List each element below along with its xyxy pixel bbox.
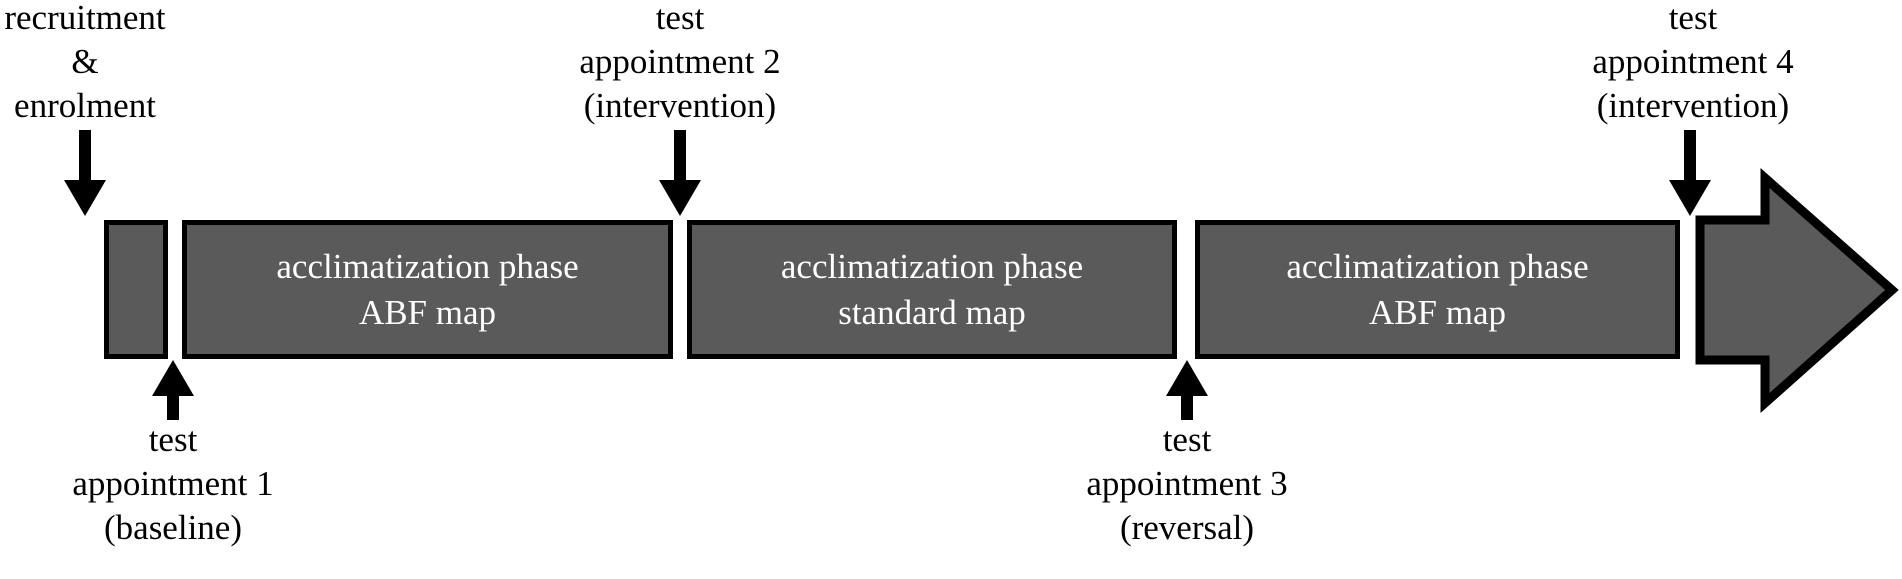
- phase-line-2: ABF map: [358, 292, 497, 332]
- phase-box-acclimatization-standard: acclimatization phase standard map: [687, 220, 1177, 359]
- phase-line-2: standard map: [838, 292, 1026, 332]
- phase-line-1: acclimatization phase: [780, 246, 1084, 286]
- phase-box-acclimatization-abf-1: acclimatization phase ABF map: [182, 220, 673, 359]
- up-arrow-appointment-1: [152, 360, 194, 420]
- phase-line-1: acclimatization phase: [1286, 246, 1589, 286]
- label-test-appointment-1: test appointment 1 (baseline): [72, 420, 274, 547]
- down-arrow-appointment-4: [1669, 130, 1711, 216]
- timeline-continuation-arrow: [1695, 168, 1899, 414]
- label-test-appointment-2: test appointment 2 (intervention): [579, 0, 781, 125]
- up-arrow-appointment-3: [1166, 360, 1208, 420]
- down-arrow-recruitment: [64, 130, 106, 216]
- down-arrow-appointment-2: [659, 130, 701, 216]
- phase-box-acclimatization-abf-2: acclimatization phase ABF map: [1195, 220, 1680, 359]
- phase-line-2: ABF map: [1368, 292, 1507, 332]
- phase-line-1: acclimatization phase: [276, 246, 579, 286]
- phase-box-enrolment-block: [104, 220, 168, 359]
- label-recruitment-enrolment: recruitment & enrolment: [4, 0, 166, 125]
- label-test-appointment-4: test appointment 4 (intervention): [1592, 0, 1794, 125]
- label-test-appointment-3: test appointment 3 (reversal): [1086, 420, 1288, 547]
